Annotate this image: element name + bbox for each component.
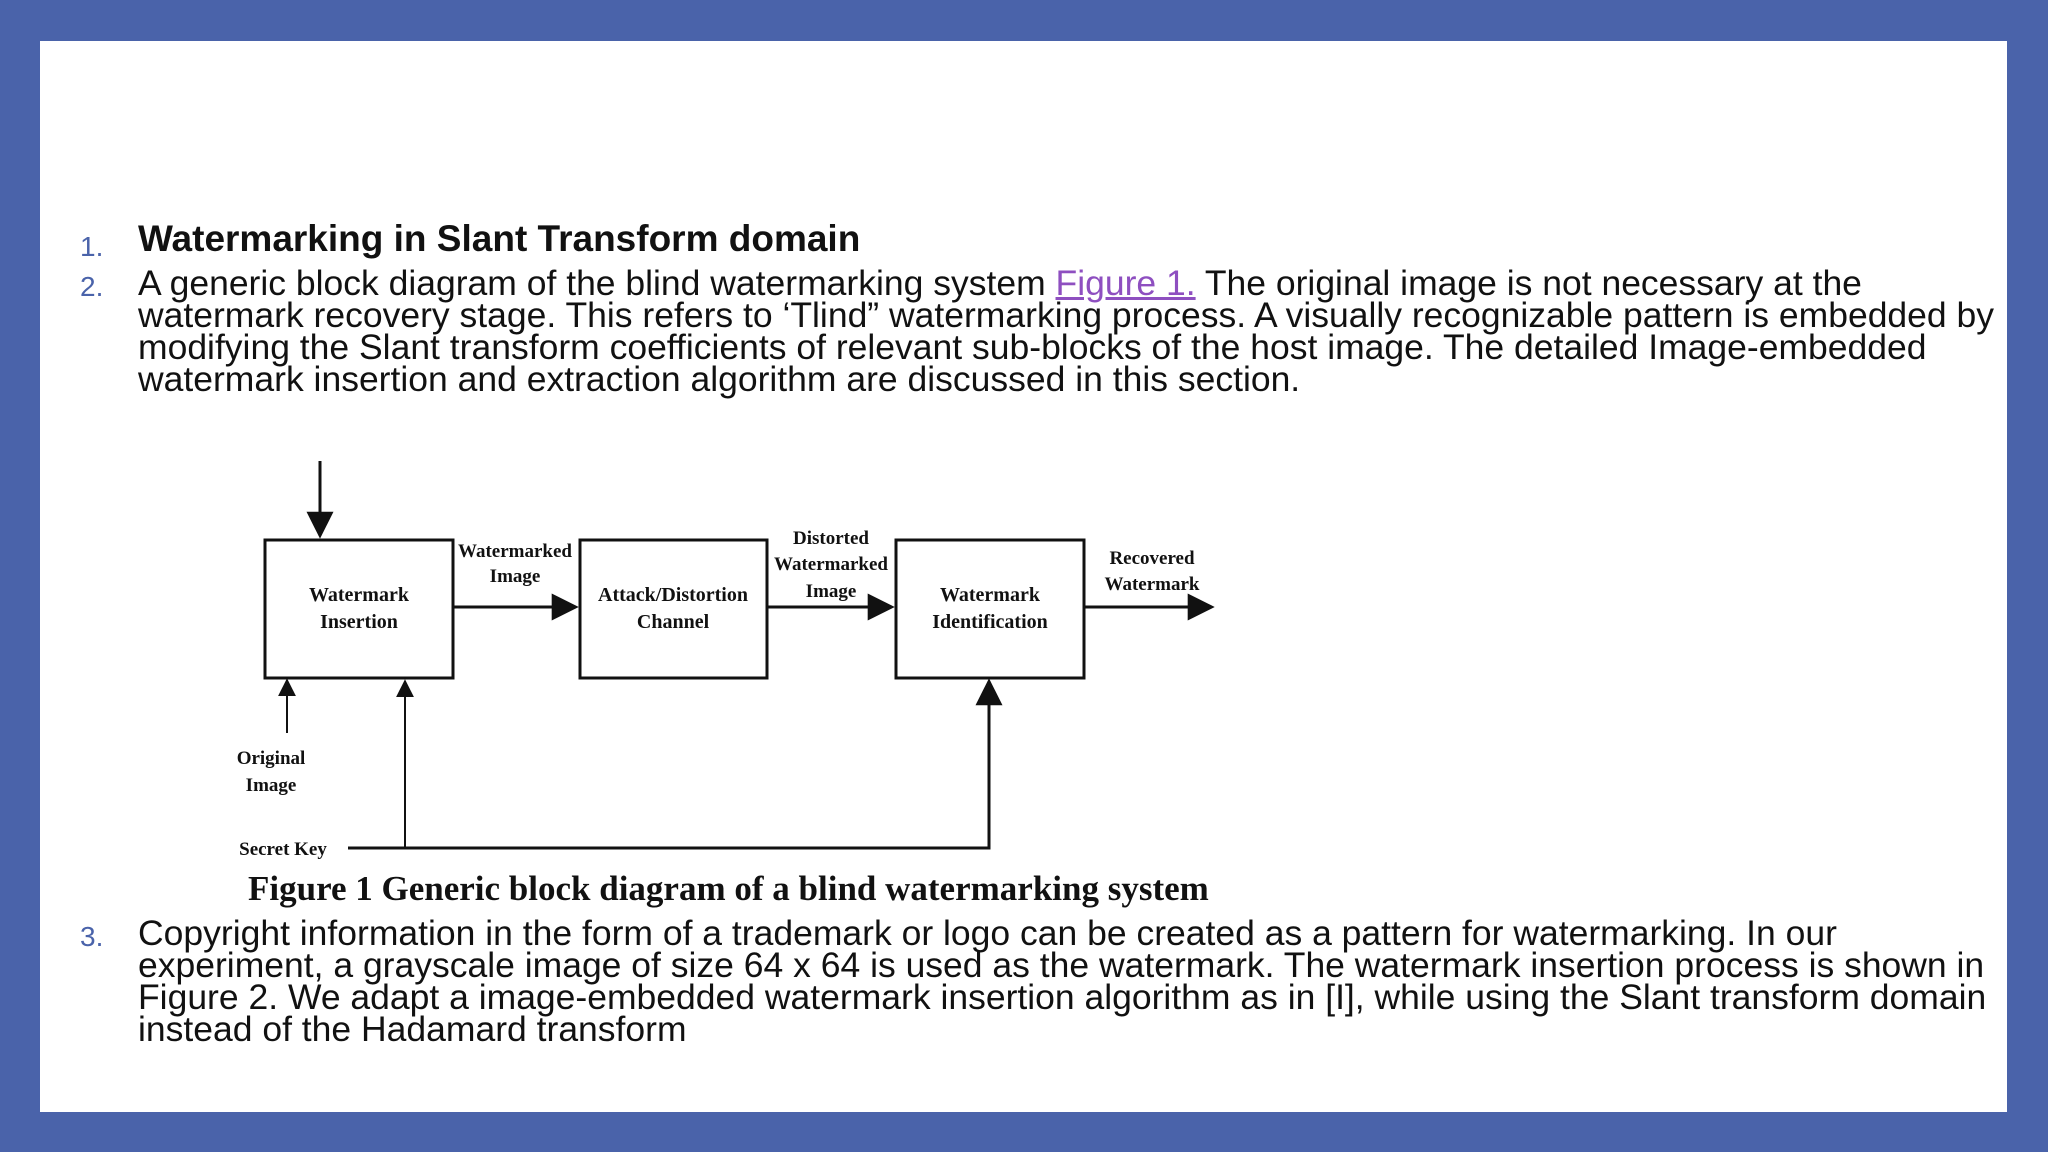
insertion-line-2: Insertion (320, 611, 398, 633)
watermarked-image-label-2: Image (490, 566, 541, 587)
insertion-block (263, 538, 455, 680)
list-number: 3. (80, 921, 104, 952)
recovered-label-2: Watermark (1105, 574, 1200, 595)
paragraph-text: The original image is not necessary at t… (138, 263, 1995, 399)
paragraph-2: A generic block diagram of the blind wat… (138, 265, 1998, 397)
figure-caption: Figure 1 Generic block diagram of a blin… (248, 869, 1209, 908)
identification-line-1: Watermark (940, 584, 1041, 606)
channel-line-1: Attack/Distortion (598, 584, 748, 606)
paragraph-3: Copyright information in the form of a t… (138, 913, 1987, 1049)
channel-block (578, 538, 769, 680)
original-image-label-2: Image (246, 775, 297, 796)
recovered-label-1: Recovered (1109, 548, 1195, 569)
distorted-label-3: Image (806, 581, 857, 602)
list-number: 2. (80, 271, 104, 302)
block-diagram: Watermark Insertion Attack/Distortion Ch… (237, 461, 1215, 908)
block-diagram-figure: Watermark Insertion Attack/Distortion Ch… (190, 416, 1220, 916)
identification-block (894, 538, 1086, 680)
distorted-label-1: Distorted (793, 528, 869, 549)
watermarked-image-label-1: Watermarked (458, 541, 572, 562)
figure-1-link[interactable]: Figure 1. (1055, 263, 1196, 303)
section-heading: Watermarking in Slant Transform domain (138, 218, 861, 259)
list-number: 1. (80, 231, 104, 262)
slide: 1. Watermarking in Slant Transform domai… (40, 41, 2007, 1112)
channel-line-2: Channel (637, 611, 710, 633)
paragraph-text: A generic block diagram of the blind wat… (138, 263, 1056, 303)
secret-key-to-identification (348, 678, 1003, 850)
insertion-line-1: Watermark (309, 584, 410, 606)
original-image-label-1: Original (237, 748, 306, 769)
secret-key-label: Secret Key (239, 839, 327, 860)
distorted-label-2: Watermarked (774, 554, 888, 575)
identification-line-2: Identification (932, 611, 1048, 633)
